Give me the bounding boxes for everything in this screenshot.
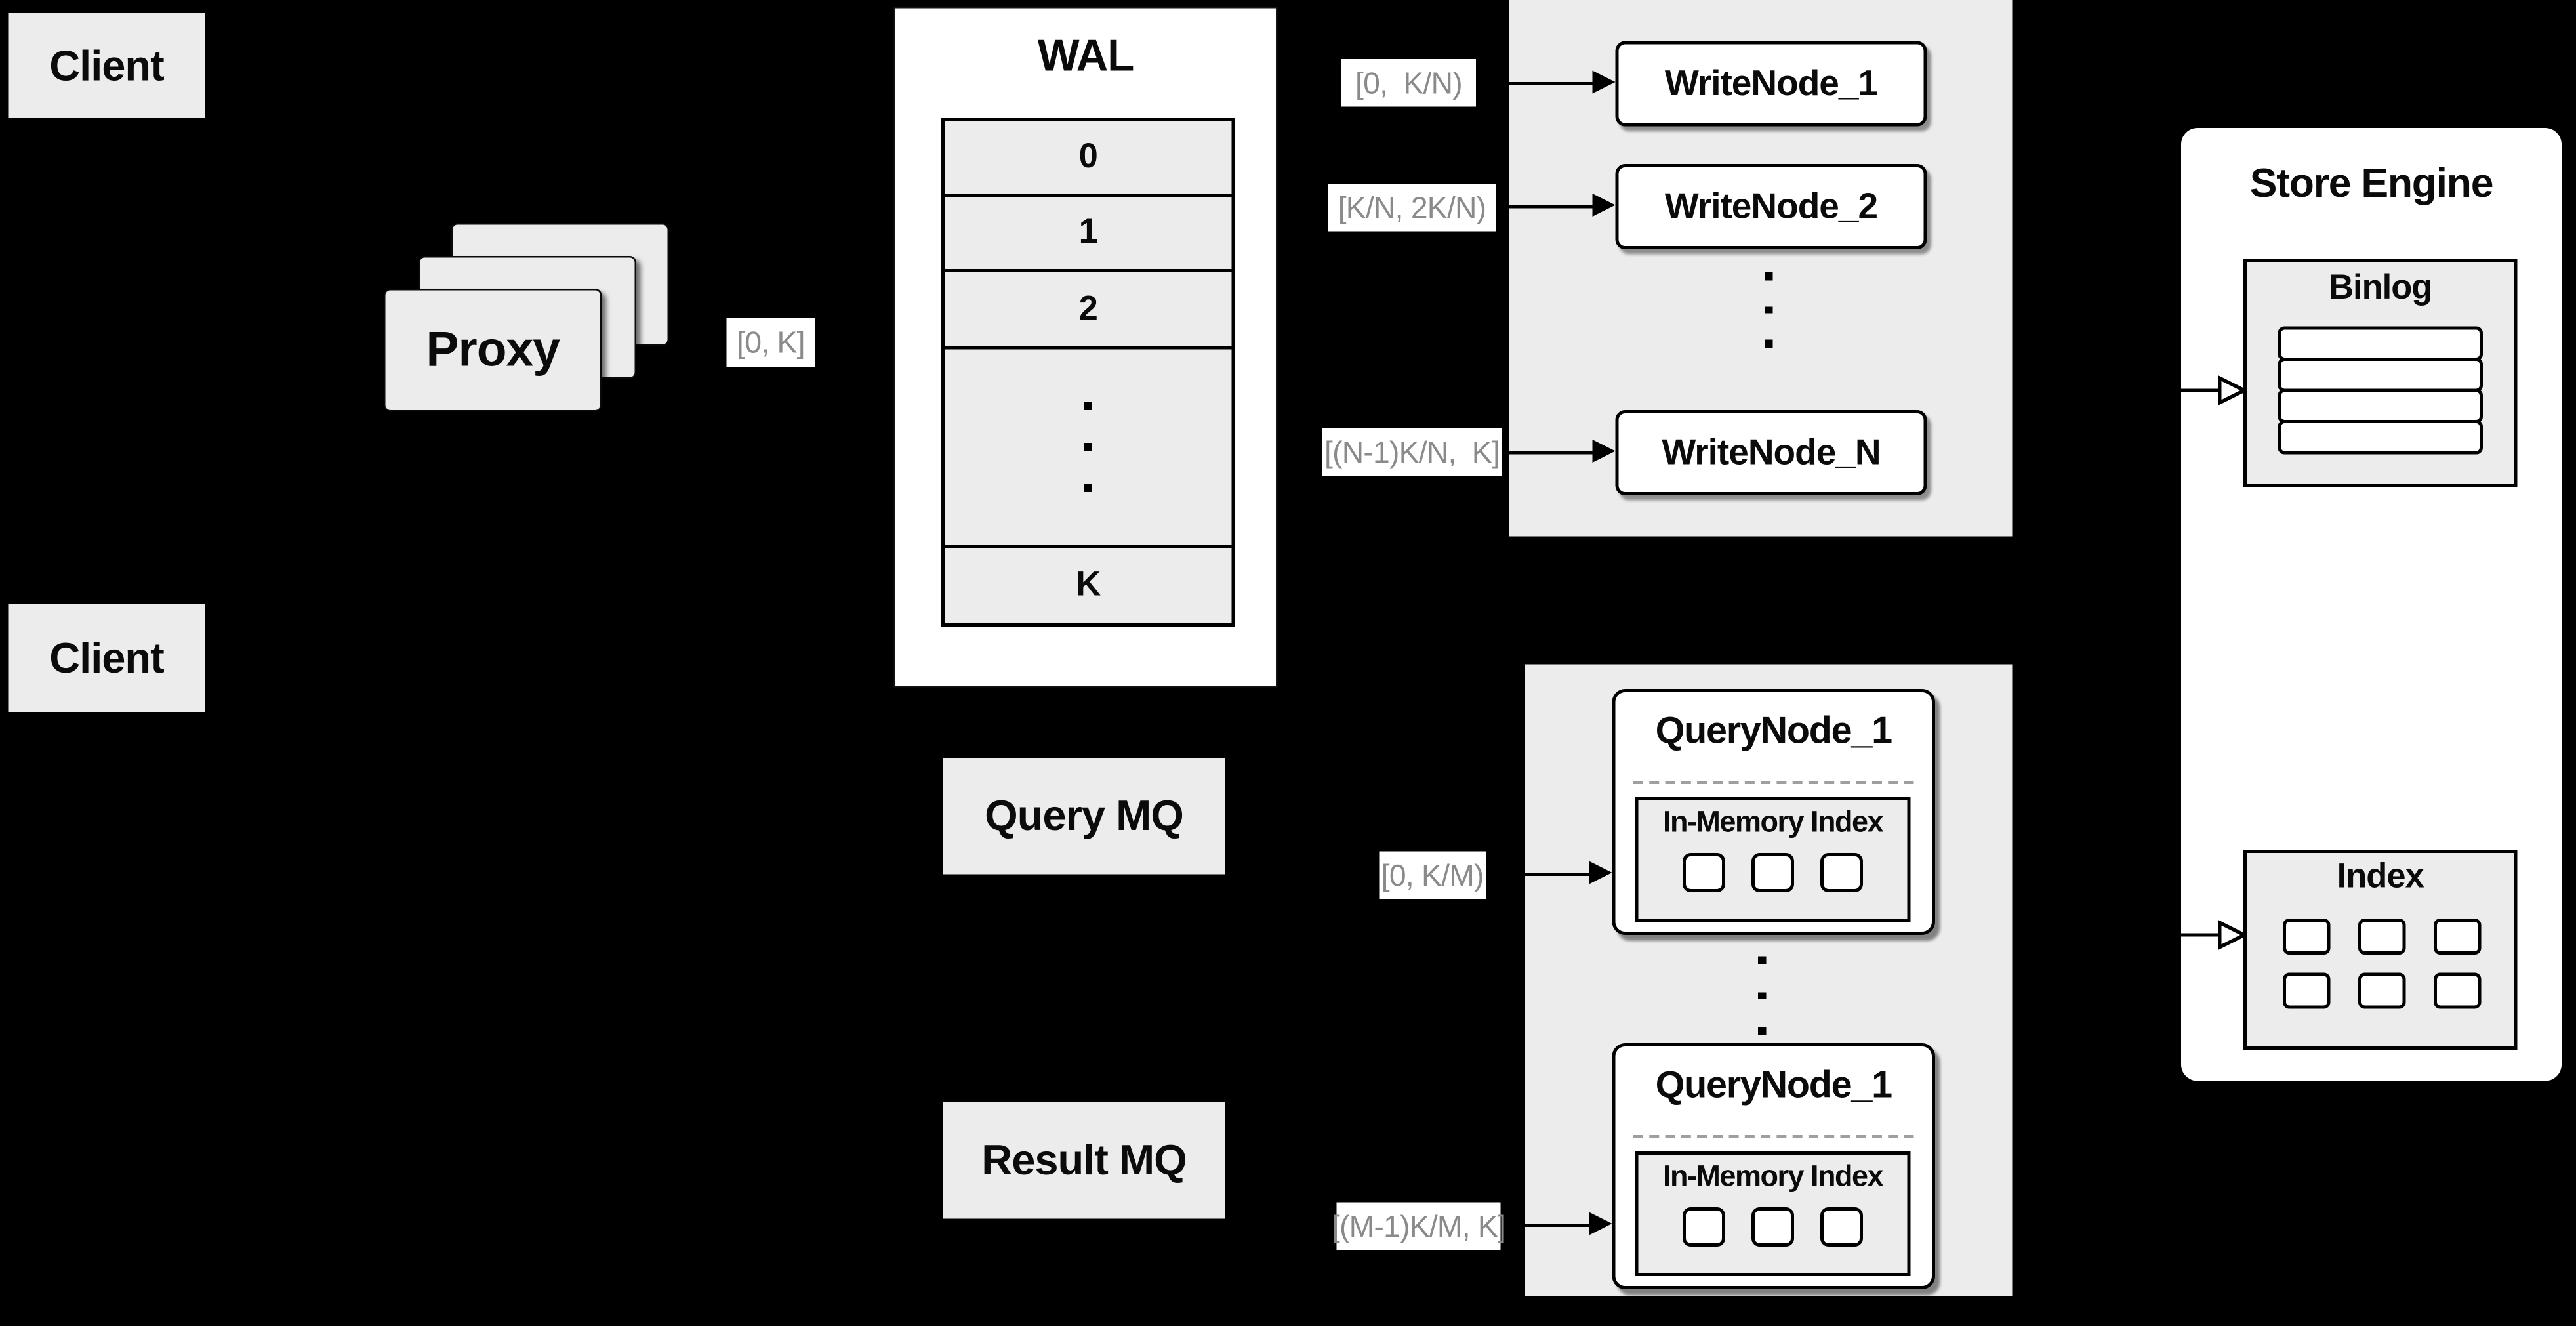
ellipsis-dot bbox=[1758, 1027, 1766, 1035]
ellipsis-dot bbox=[1765, 306, 1772, 314]
index-cell bbox=[2358, 972, 2406, 1009]
client-box-top: Client bbox=[8, 13, 205, 118]
range-label-querynode-1: [0, K/M) bbox=[1379, 851, 1486, 899]
write-node-n: WriteNode_N bbox=[1615, 410, 1927, 495]
binlog-row bbox=[2278, 358, 2483, 392]
range-label-writenode-2: [K/N, 2K/N) bbox=[1328, 184, 1496, 232]
arrow-shaft-querynode-1 bbox=[1525, 872, 1593, 877]
binlog-row bbox=[2278, 326, 2483, 361]
index-cell bbox=[2434, 972, 2482, 1009]
arrow-head-querynode-1 bbox=[1589, 861, 1612, 884]
arrow-head-writenode-2 bbox=[1592, 194, 1616, 217]
wal-segment-row-last: K bbox=[945, 548, 1232, 623]
index-segment-cell bbox=[1683, 1207, 1725, 1247]
index-cells bbox=[2283, 919, 2482, 1009]
arrow-shaft-index bbox=[2181, 932, 2220, 938]
result-mq-box: Result MQ bbox=[943, 1102, 1225, 1219]
index-segment-cell bbox=[1683, 853, 1725, 892]
in-memory-index-cells bbox=[1639, 1207, 1908, 1247]
arrow-head-writenode-1 bbox=[1592, 70, 1616, 94]
ellipsis-dot bbox=[1084, 484, 1092, 492]
index-segment-cell bbox=[1751, 853, 1794, 892]
query-node-1: QueryNode_1 In-Memory Index bbox=[1612, 689, 1935, 935]
binlog-row bbox=[2278, 388, 2483, 423]
index-cell bbox=[2283, 972, 2331, 1009]
arrow-head-writenode-n bbox=[1592, 440, 1616, 463]
wal-ellipsis-row bbox=[945, 349, 1232, 548]
ellipsis-dot bbox=[1765, 339, 1772, 347]
query-node-title: QueryNode_1 bbox=[1655, 1063, 1892, 1106]
ellipsis-dot bbox=[1758, 991, 1766, 999]
binlog-box: Binlog bbox=[2243, 259, 2518, 487]
binlog-row bbox=[2278, 420, 2483, 455]
index-cell bbox=[2358, 919, 2406, 955]
arrow-head-querynode-2 bbox=[1589, 1212, 1612, 1235]
index-segment-cell bbox=[1820, 1207, 1863, 1247]
store-engine-title: Store Engine bbox=[2249, 161, 2494, 207]
arrow-shaft-writenode-n bbox=[1509, 450, 1596, 455]
write-node-2: WriteNode_2 bbox=[1615, 164, 1927, 249]
range-label-querynode-2: [(M-1)K/M, K] bbox=[1332, 1202, 1506, 1250]
ellipsis-dot bbox=[1084, 402, 1092, 410]
in-memory-index-box: In-Memory Index bbox=[1635, 797, 1911, 922]
open-arrow-head-binlog bbox=[2218, 375, 2247, 405]
write-node-1: WriteNode_1 bbox=[1615, 41, 1927, 127]
arrow-shaft-writenode-1 bbox=[1509, 81, 1596, 86]
wal-box: WAL 0 1 2 K bbox=[893, 7, 1278, 688]
wal-title: WAL bbox=[1037, 31, 1135, 81]
proxy-card-front: Proxy bbox=[384, 289, 602, 412]
query-node-divider bbox=[1633, 1135, 1914, 1138]
in-memory-index-title: In-Memory Index bbox=[1662, 1159, 1884, 1193]
query-node-2: QueryNode_1 In-Memory Index bbox=[1612, 1043, 1935, 1289]
index-box: Index bbox=[2243, 850, 2518, 1050]
range-label-writenode-n: [(N-1)K/N, K] bbox=[1322, 428, 1502, 476]
range-label-writenode-1: [0, K/N) bbox=[1341, 59, 1476, 107]
wal-segment-row: 1 bbox=[945, 197, 1232, 272]
ellipsis-dot bbox=[1765, 272, 1772, 280]
store-engine-box: Store Engine Binlog Index bbox=[2181, 128, 2562, 1081]
ellipsis-dot bbox=[1758, 956, 1766, 964]
ellipsis-dot bbox=[1084, 443, 1092, 451]
wal-segment-row: 0 bbox=[945, 121, 1232, 197]
query-node-divider bbox=[1633, 781, 1914, 784]
range-label-proxy-output: [0, K] bbox=[726, 318, 815, 367]
query-nodes-ellipsis bbox=[1758, 956, 1766, 1035]
binlog-title: Binlog bbox=[2329, 269, 2432, 307]
index-cell bbox=[2434, 919, 2482, 955]
arrow-shaft-writenode-2 bbox=[1509, 204, 1596, 209]
write-nodes-ellipsis bbox=[1765, 272, 1772, 347]
in-memory-index-title: In-Memory Index bbox=[1662, 805, 1884, 839]
binlog-rows bbox=[2278, 326, 2483, 455]
index-title: Index bbox=[2337, 858, 2424, 896]
client-box-bottom: Client bbox=[8, 604, 205, 712]
arrow-shaft-binlog bbox=[2181, 388, 2220, 393]
wal-segment-row: 2 bbox=[945, 272, 1232, 350]
arrow-shaft-querynode-2 bbox=[1525, 1223, 1593, 1228]
open-arrow-head-index bbox=[2218, 920, 2247, 950]
in-memory-index-cells bbox=[1639, 853, 1908, 892]
query-mq-box: Query MQ bbox=[943, 758, 1225, 875]
index-segment-cell bbox=[1751, 1207, 1794, 1247]
index-cell bbox=[2283, 919, 2331, 955]
query-node-title: QueryNode_1 bbox=[1655, 709, 1892, 751]
wal-segment-table: 0 1 2 K bbox=[941, 118, 1235, 627]
index-segment-cell bbox=[1820, 853, 1863, 892]
in-memory-index-box: In-Memory Index bbox=[1635, 1151, 1911, 1276]
